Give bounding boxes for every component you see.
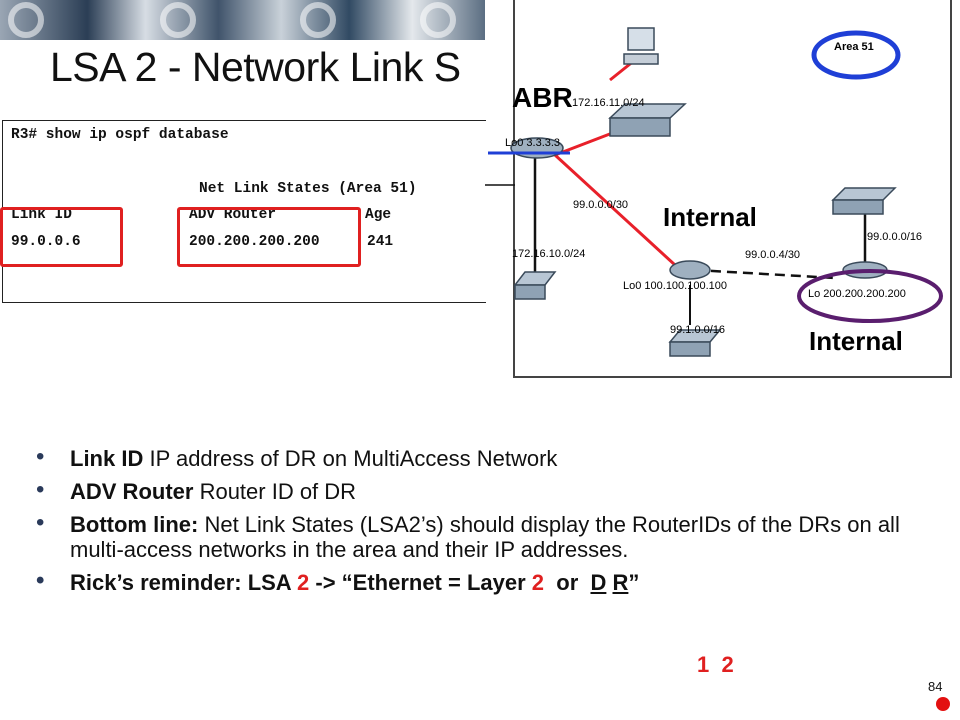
bullet-text: Router ID of DR [193, 479, 357, 504]
bullet-term: Bottom line: [70, 512, 199, 537]
cli-row-age: 241 [367, 234, 394, 250]
bullet-text: Net Link States (LSA2’s) should display … [70, 512, 900, 562]
cli-col-adv-router: ADV Router [189, 207, 277, 223]
net-99-0-0-0-16-label: 99.0.0.0/16 [867, 231, 922, 243]
net-99-0-0-4-30-label: 99.0.0.4/30 [745, 249, 800, 261]
network-diagram: Area 51 ABR 172.16.11.0/24 Lo0 3.3.3.3 9… [485, 0, 952, 378]
bullet-item: • Bottom line: Net Link States (LSA2’s) … [36, 509, 936, 562]
lo0-internal1-label: Lo0 100.100.100.100 [623, 280, 727, 292]
net-99-0-0-0-30-label: 99.0.0.0/30 [573, 199, 628, 211]
reminder-text: -> “Ethernet = Layer [309, 570, 532, 595]
network-diagram-svg: Area 51 ABR 172.16.11.0/24 Lo0 3.3.3.3 9… [485, 27, 943, 357]
reminder-number: 2 [297, 570, 310, 595]
link-id-highlight-box [0, 207, 123, 267]
net-172-16-10-label: 172.16.10.0/24 [512, 248, 585, 260]
decorative-ring [300, 2, 336, 38]
internal-label-2: Internal [809, 326, 903, 356]
area-51-label: Area 51 [834, 41, 874, 53]
cli-row-adv-router: 200.200.200.200 [189, 234, 320, 250]
switch-icon [831, 187, 897, 215]
cli-col-link-id: Link ID [11, 207, 72, 223]
lo0-abr-label: Lo0 3.3.3.3 [505, 137, 560, 149]
dr-number-2: 2 [721, 652, 734, 677]
reminder-r: R [612, 570, 629, 595]
bullet-term: ADV Router [70, 479, 194, 504]
slide-title: LSA 2 - Network Link S [50, 44, 461, 90]
decorative-ring [8, 2, 44, 38]
bullet-icon: • [36, 443, 45, 470]
dr-number-1: 1 [697, 652, 710, 677]
switch-icon [608, 103, 687, 137]
header-banner-image [0, 0, 485, 40]
link-abr-to-switch [554, 130, 616, 157]
internal-router-1-icon [669, 260, 711, 280]
bullet-text: IP address of DR on MultiAccess Network [143, 446, 558, 471]
internal-router-2-highlight [797, 269, 943, 323]
lo0-internal2-label: Lo 200.200.200.200 [808, 288, 906, 300]
cli-output-box: R3# show ip ospf database Net Link State… [0, 120, 486, 303]
bullet-item: • Rick’s reminder: LSA 2 -> “Ethernet = … [36, 567, 936, 595]
decorative-ring [420, 2, 456, 38]
adv-router-highlight-box [177, 207, 361, 267]
cli-row-link-id: 99.0.0.6 [11, 234, 81, 250]
bullet-icon: • [36, 567, 45, 594]
cli-command: R3# show ip ospf database [11, 127, 229, 143]
dr-numbers: 1 2 [697, 652, 734, 678]
internal-label-1: Internal [663, 202, 757, 232]
bullet-list: • Link ID IP address of DR on MultiAcces… [36, 443, 936, 603]
pc-icon [623, 27, 659, 65]
bullet-item: • Link ID IP address of DR on MultiAcces… [36, 443, 936, 471]
reminder-number: 2 [531, 570, 545, 595]
abr-label: ABR [512, 82, 573, 113]
net-172-16-11-label: 172.16.11.0/24 [572, 97, 645, 109]
area-51-highlight [811, 30, 901, 80]
bullet-icon: • [36, 476, 45, 503]
reminder-text: Rick’s reminder: LSA [70, 570, 297, 595]
net-99-1-0-0-label: 99.1.0.0/16 [670, 324, 725, 336]
decorative-ring [160, 2, 196, 38]
link-internal-to-internal [694, 268, 836, 280]
reminder-d: D [590, 570, 607, 595]
bullet-icon: • [36, 509, 45, 536]
red-dot-icon [936, 697, 950, 711]
switch-icon [668, 329, 722, 357]
bullet-item: • ADV Router Router ID of DR [36, 476, 936, 504]
reminder-text: ” [628, 570, 640, 595]
reminder-text: or [544, 570, 591, 595]
cli-section-header: Net Link States (Area 51) [199, 181, 417, 197]
cli-col-age: Age [365, 207, 392, 223]
bullet-term: Link ID [70, 446, 144, 471]
switch-icon [513, 271, 557, 300]
page-number: 84 [928, 679, 943, 694]
link-abr-to-internal [553, 153, 677, 267]
